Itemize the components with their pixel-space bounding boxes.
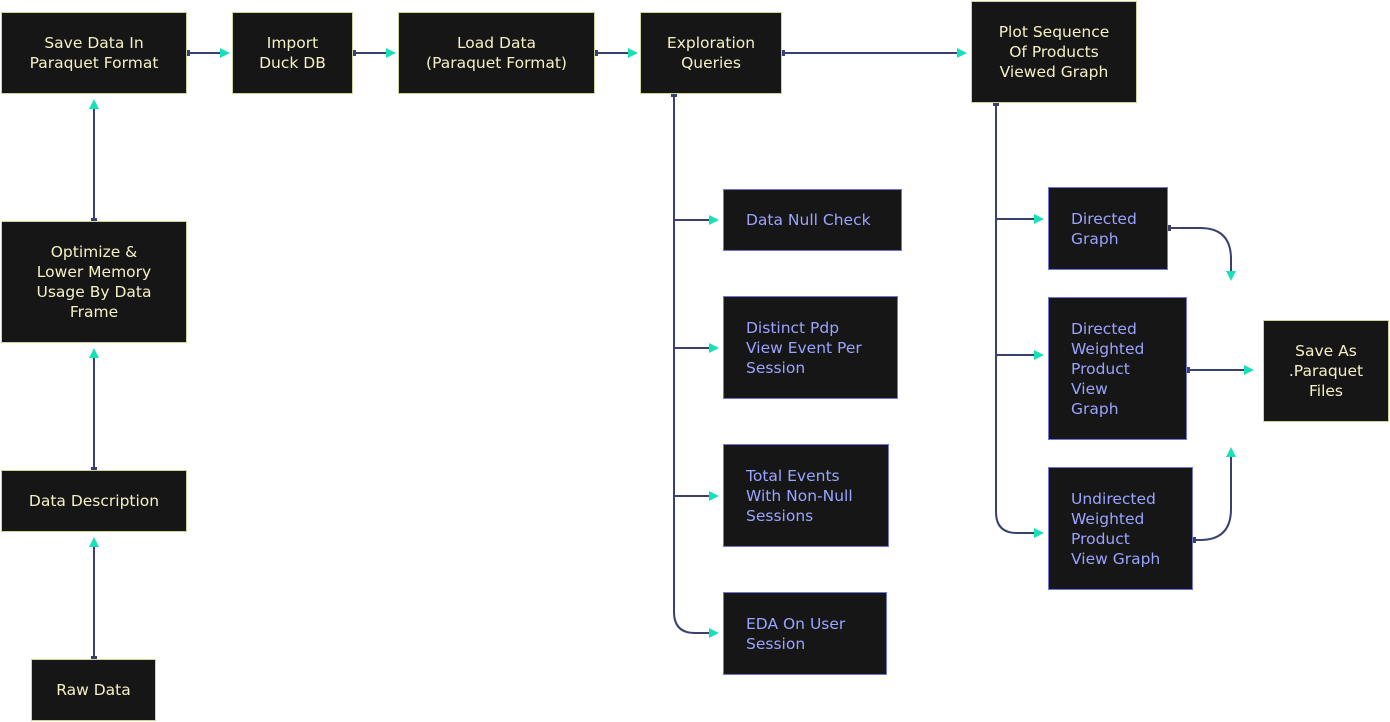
node-undirected-line-1: Undirected: [1071, 489, 1156, 508]
connector-exploration-to-total-events: [673, 348, 710, 497]
node-directed-graph-line-1: Directed: [1071, 209, 1137, 228]
arrowhead-exploration-to-total-events: [709, 491, 719, 501]
arrowhead-optimize-to-save: [89, 99, 99, 109]
node-total-events-line-1: Total Events: [746, 466, 840, 485]
node-undirected-line-4: View Graph: [1071, 549, 1161, 568]
node-undirected-line-2: Weighted: [1071, 509, 1145, 528]
node-null-check-line-1: Data Null Check: [746, 211, 871, 229]
node-raw-data[interactable]: Raw Data: [31, 659, 156, 721]
node-data-description-line-1: Data Description: [28, 492, 160, 510]
connector-exploration-to-distinct-pdp: [673, 220, 710, 349]
port-marker-10: [1165, 225, 1171, 231]
arrowhead-plot-to-directed-weighted: [1034, 350, 1044, 360]
port-marker-3: [592, 50, 598, 56]
connector-exploration-to-null-check: [673, 94, 710, 221]
node-load-data-line-2: (Paraquet Format): [426, 54, 567, 72]
port-marker-1: [184, 50, 190, 56]
connector-plot-to-undirected: [995, 355, 1035, 534]
node-optimize-line-4: Frame: [69, 303, 119, 321]
node-directed-weighted-graph[interactable]: Directed Weighted Product View Graph: [1048, 297, 1187, 440]
node-data-null-check[interactable]: Data Null Check: [723, 189, 902, 251]
node-directed-graph-line-2: Graph: [1071, 229, 1119, 248]
node-optimize-line-2: Lower Memory: [36, 263, 152, 281]
arrowhead-plot-to-directed: [1034, 214, 1044, 224]
node-save-parquet-line-2: Paraquet Format: [29, 54, 159, 72]
node-save-parquet[interactable]: Save Data In Paraquet Format: [1, 12, 187, 94]
arrowhead-description-to-optimize: [89, 348, 99, 358]
node-total-events-line-3: Sessions: [746, 506, 814, 525]
node-undirected-weighted-graph[interactable]: Undirected Weighted Product View Graph: [1048, 467, 1193, 590]
arrowhead-exploration-to-plot: [957, 48, 967, 58]
node-plot-sequence[interactable]: Plot Sequence Of Products Viewed Graph: [971, 1, 1137, 103]
node-eda-user-session[interactable]: EDA On User Session: [723, 592, 887, 675]
node-save-files-line-1: Save As: [1295, 342, 1357, 360]
node-total-events[interactable]: Total Events With Non-Null Sessions: [723, 444, 889, 547]
node-save-paraquet-files[interactable]: Save As .Paraquet Files: [1263, 320, 1389, 422]
node-save-files-line-2: .Paraquet: [1288, 362, 1364, 380]
connector-plot-to-directed-weighted: [995, 219, 1035, 356]
node-import-duckdb[interactable]: Import Duck DB: [232, 12, 353, 94]
node-exploration-line-2: Queries: [681, 54, 741, 72]
node-raw-data-line-1: Raw Data: [56, 681, 131, 699]
node-eda-line-1: EDA On User: [746, 614, 846, 633]
arrowhead-raw-to-description: [89, 537, 99, 547]
arrowhead-exploration-to-distinct-pdp: [709, 343, 719, 353]
port-marker-2: [350, 50, 356, 56]
node-distinct-pdp-line-2: View Event Per: [746, 338, 862, 357]
port-marker-12: [1190, 537, 1196, 543]
node-plot-sequence-line-1: Plot Sequence: [998, 23, 1110, 41]
node-directed-weighted-line-4: View: [1071, 379, 1108, 398]
arrowhead-exploration-to-null-check: [709, 215, 719, 225]
node-plot-sequence-line-3: Viewed Graph: [999, 63, 1109, 81]
connector-undirected-to-save: [1193, 456, 1232, 541]
node-load-data[interactable]: Load Data (Paraquet Format): [398, 12, 595, 94]
arrowhead-plot-to-undirected: [1034, 528, 1044, 538]
node-distinct-pdp-line-1: Distinct Pdp: [746, 318, 840, 337]
node-optimize-line-3: Usage By Data: [36, 283, 152, 301]
arrowhead-exploration-to-eda: [709, 628, 719, 638]
node-load-data-line-1: Load Data: [456, 34, 537, 52]
node-exploration-queries[interactable]: Exploration Queries: [640, 12, 782, 94]
node-directed-weighted-line-3: Product: [1071, 359, 1130, 378]
node-import-duckdb-line-2: Duck DB: [259, 54, 326, 72]
arrowhead-load-to-exploration: [628, 48, 638, 58]
node-save-files-line-3: Files: [1308, 382, 1343, 400]
arrowhead-save-to-import: [220, 48, 230, 58]
node-total-events-line-2: With Non-Null: [746, 486, 853, 505]
node-undirected-line-3: Product: [1071, 529, 1130, 548]
node-exploration-line-1: Exploration: [666, 34, 756, 52]
node-data-description[interactable]: Data Description: [1, 470, 187, 532]
port-marker-8: [671, 91, 677, 97]
node-directed-weighted-line-2: Weighted: [1071, 339, 1145, 358]
node-distinct-pdp[interactable]: Distinct Pdp View Event Per Session: [723, 296, 898, 399]
arrowhead-import-to-load: [386, 48, 396, 58]
node-optimize-line-1: Optimize &: [50, 243, 138, 261]
node-save-parquet-line-1: Save Data In: [44, 34, 144, 52]
connector-directed-to-save: [1168, 227, 1232, 272]
node-distinct-pdp-line-3: Session: [746, 358, 806, 377]
node-import-duckdb-line-1: Import: [266, 34, 319, 52]
arrowhead-directed-to-save: [1226, 271, 1236, 281]
node-directed-weighted-line-5: Graph: [1071, 399, 1119, 418]
connector-plot-to-directed: [995, 103, 1035, 220]
port-marker-9: [993, 100, 999, 106]
arrowhead-undirected-to-save: [1226, 447, 1236, 457]
port-marker-11: [1184, 367, 1190, 373]
arrowhead-directed-weighted-to-save: [1244, 365, 1254, 375]
node-plot-sequence-line-2: Of Products: [1009, 43, 1099, 61]
node-optimize-memory[interactable]: Optimize & Lower Memory Usage By Data Fr…: [1, 221, 187, 343]
node-directed-weighted-line-1: Directed: [1071, 319, 1137, 338]
connector-exploration-to-eda: [673, 496, 710, 634]
node-eda-line-2: Session: [746, 634, 806, 653]
node-directed-graph[interactable]: Directed Graph: [1048, 187, 1168, 270]
port-marker-4: [779, 50, 785, 56]
